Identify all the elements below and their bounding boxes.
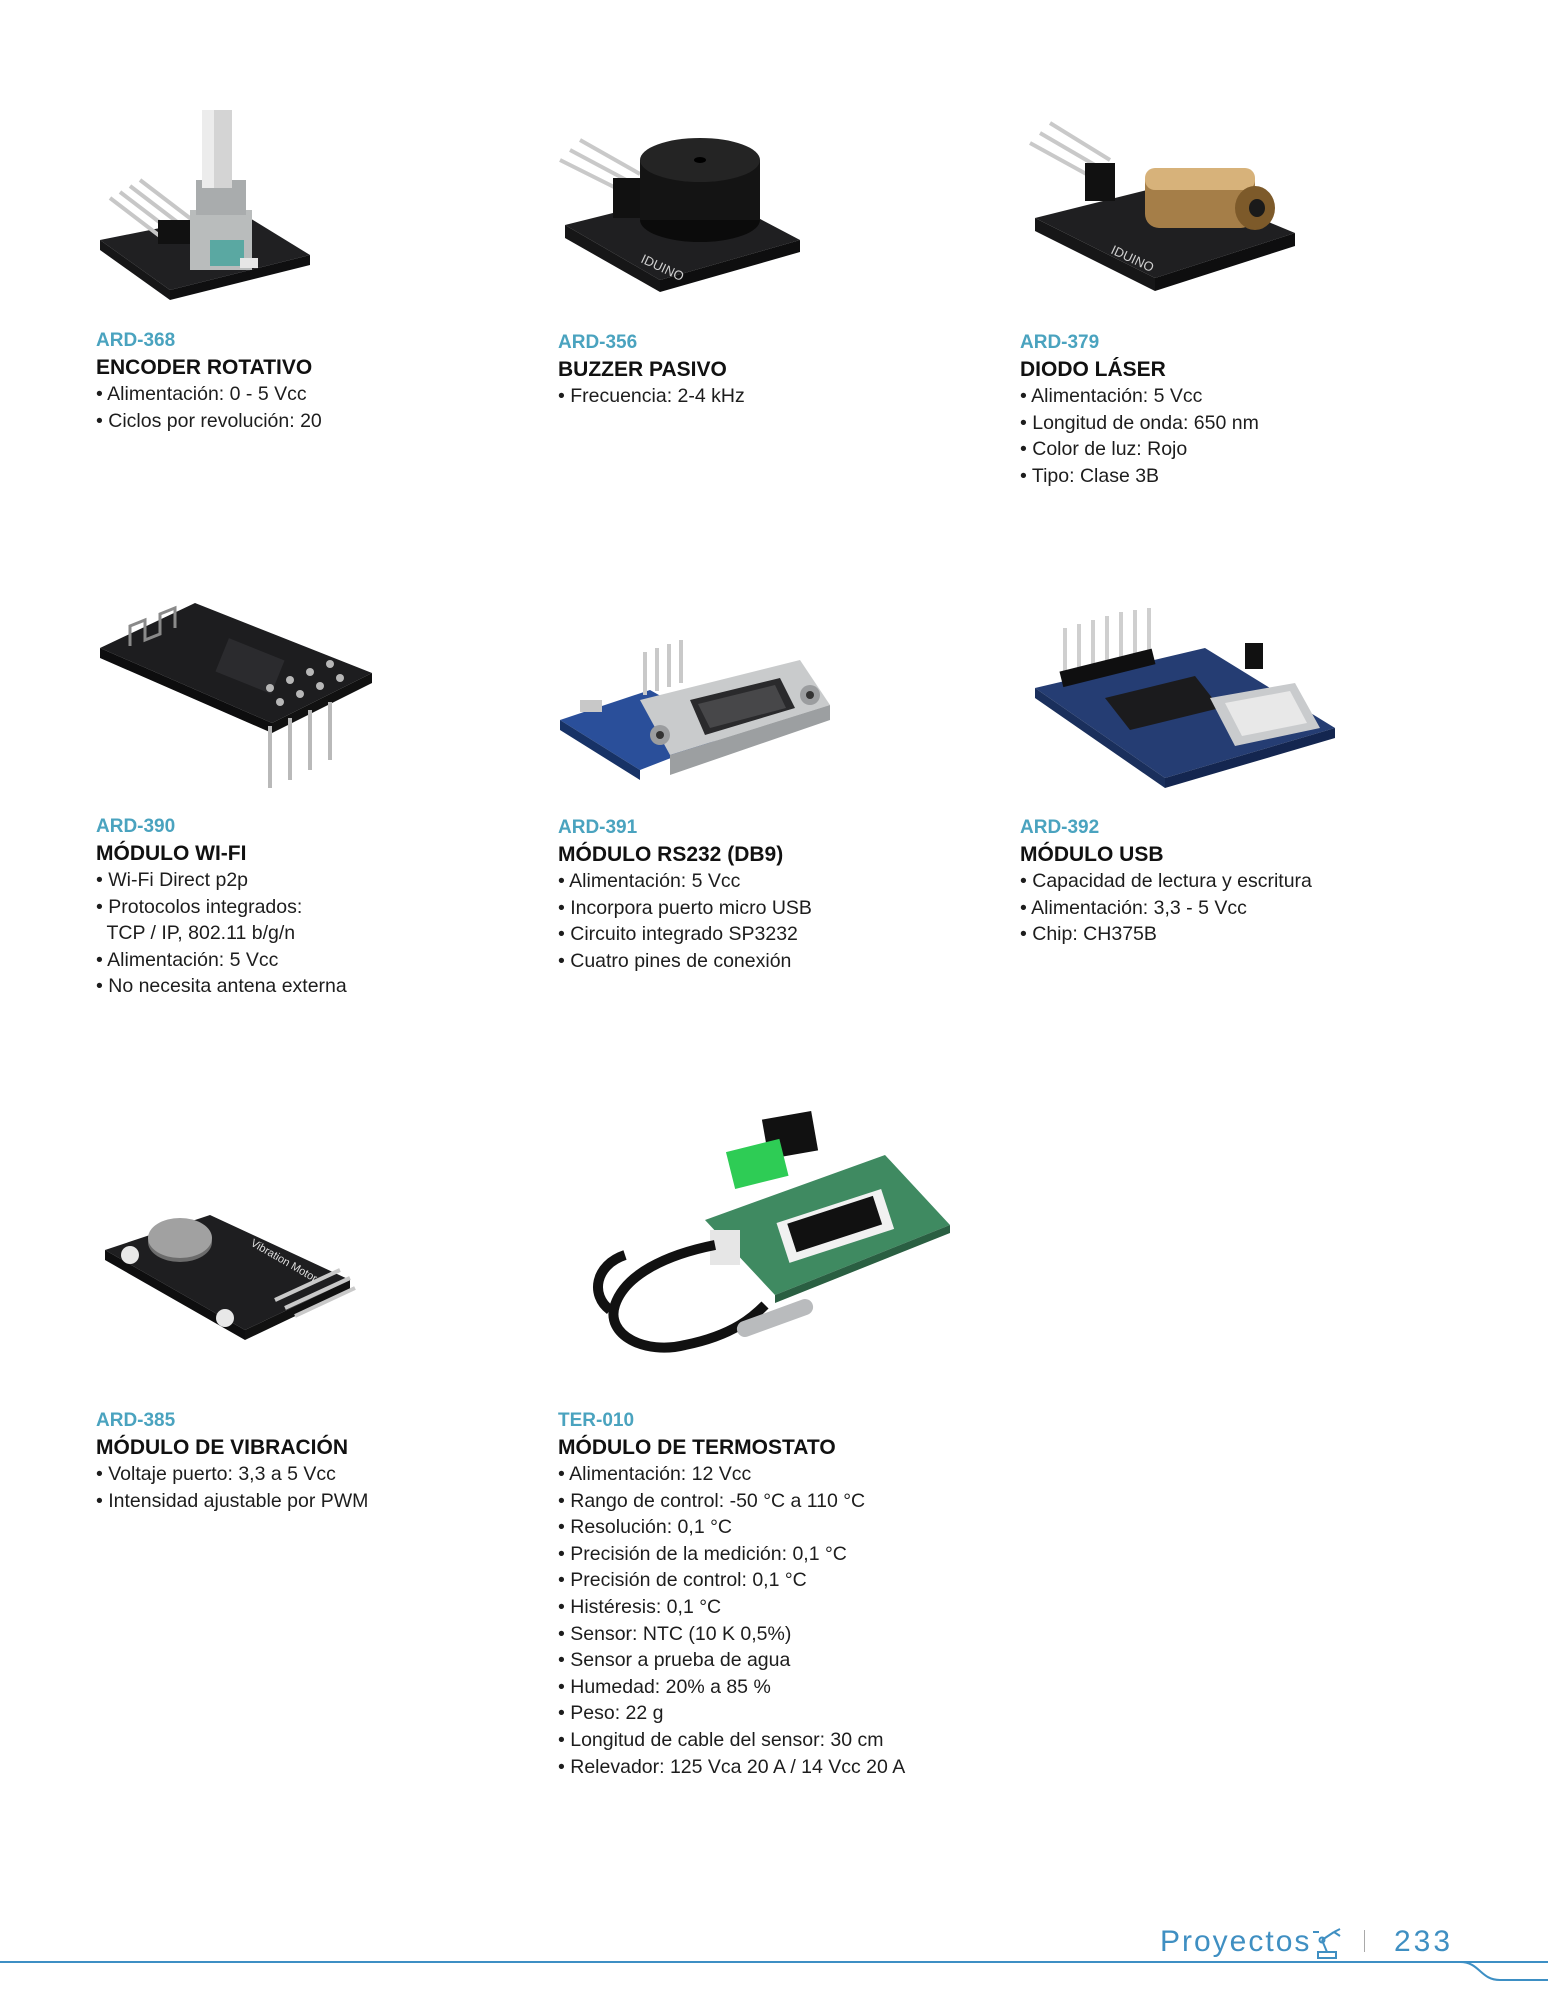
product-card-rs232: ARD-391 MÓDULO RS232 (DB9) • Alimentació… bbox=[558, 815, 998, 974]
product-title: ENCODER ROTATIVO bbox=[96, 356, 313, 379]
spec-item: • Precisión de la medición: 0,1 °C bbox=[558, 1542, 847, 1565]
product-title: BUZZER PASIVO bbox=[558, 358, 727, 381]
spec-list: • Alimentación: 0 - 5 Vcc • Ciclos por r… bbox=[96, 381, 536, 434]
footer-curve bbox=[1420, 1961, 1548, 1981]
spec-item: • Voltaje puerto: 3,3 a 5 Vcc bbox=[96, 1463, 336, 1485]
spec-item: • Resolución: 0,1 °C bbox=[558, 1516, 732, 1539]
spec-item: • Alimentación: 3,3 - 5 Vcc bbox=[1020, 896, 1247, 919]
footer-section-title: Proyectos bbox=[1160, 1925, 1312, 1958]
spec-item: • Alimentación: 5 Vcc bbox=[558, 870, 741, 892]
product-title: MÓDULO USB bbox=[1020, 843, 1164, 866]
product-code: ARD-368 bbox=[96, 330, 176, 351]
spec-item: • Color de luz: Rojo bbox=[1020, 438, 1188, 461]
vibration-module-photo: Vibration Motor bbox=[105, 1215, 356, 1340]
product-code: ARD-379 bbox=[1020, 332, 1100, 353]
product-card-buzzer: ARD-356 BUZZER PASIVO • Frecuencia: 2-4 … bbox=[558, 330, 998, 410]
spec-list: • Capacidad de lectura y escritura • Ali… bbox=[1020, 868, 1460, 948]
spec-item: • Longitud de cable del sensor: 30 cm bbox=[558, 1728, 884, 1751]
spec-item: • Ciclos por revolución: 20 bbox=[96, 409, 322, 432]
spec-list: • Voltaje puerto: 3,3 a 5 Vcc • Intensid… bbox=[96, 1461, 536, 1514]
spec-item: • Alimentación: 12 Vcc bbox=[558, 1463, 752, 1485]
spec-list: • Alimentación: 12 Vcc • Rango de contro… bbox=[558, 1461, 998, 1780]
robot-arm-icon bbox=[1313, 1928, 1341, 1959]
spec-item: • Sensor a prueba de agua bbox=[558, 1649, 791, 1672]
spec-item: TCP / IP, 802.11 b/g/n bbox=[96, 922, 296, 945]
product-title: DIODO LÁSER bbox=[1020, 358, 1166, 381]
product-card-thermostat: TER-010 MÓDULO DE TERMOSTATO • Alimentac… bbox=[558, 1408, 998, 1780]
rs232-module-photo bbox=[560, 640, 830, 780]
spec-item: • Capacidad de lectura y escritura bbox=[1020, 870, 1312, 892]
product-card-laser: ARD-379 DIODO LÁSER • Alimentación: 5 Vc… bbox=[1020, 330, 1460, 489]
footer-separator bbox=[1364, 1930, 1365, 1952]
spec-item: • Wi-Fi Direct p2p bbox=[96, 869, 249, 891]
thermostat-module-photo bbox=[593, 1110, 950, 1353]
wifi-module-photo bbox=[100, 603, 372, 788]
product-code: ARD-356 bbox=[558, 332, 638, 353]
spec-item: • Alimentación: 5 Vcc bbox=[1020, 385, 1203, 407]
spec-item: • Circuito integrado SP3232 bbox=[558, 923, 798, 946]
spec-item: • Frecuencia: 2-4 kHz bbox=[558, 385, 745, 407]
product-card-encoder: ARD-368 ENCODER ROTATIVO • Alimentación:… bbox=[96, 328, 536, 434]
spec-item: • Peso: 22 g bbox=[558, 1702, 664, 1725]
spec-item: • Incorpora puerto micro USB bbox=[558, 896, 812, 919]
spec-list: • Wi-Fi Direct p2p • Protocolos integrad… bbox=[96, 867, 536, 1000]
product-title: MÓDULO WI-FI bbox=[96, 842, 247, 865]
product-title: MÓDULO DE VIBRACIÓN bbox=[96, 1436, 348, 1459]
spec-item: • Sensor: NTC (10 K 0,5%) bbox=[558, 1622, 792, 1645]
product-code: TER-010 bbox=[558, 1410, 635, 1431]
product-code: ARD-391 bbox=[558, 817, 638, 838]
spec-item: • Rango de control: -50 °C a 110 °C bbox=[558, 1489, 866, 1512]
spec-item: • Longitud de onda: 650 nm bbox=[1020, 411, 1259, 434]
product-card-wifi: ARD-390 MÓDULO WI-FI • Wi-Fi Direct p2p … bbox=[96, 814, 536, 1000]
spec-list: • Alimentación: 5 Vcc • Incorpora puerto… bbox=[558, 868, 998, 974]
product-card-vibration: ARD-385 MÓDULO DE VIBRACIÓN • Voltaje pu… bbox=[96, 1408, 536, 1514]
product-title: MÓDULO DE TERMOSTATO bbox=[558, 1436, 836, 1459]
spec-item: • Protocolos integrados: bbox=[96, 895, 303, 918]
product-code: ARD-392 bbox=[1020, 817, 1100, 838]
spec-list: • Frecuencia: 2-4 kHz bbox=[558, 383, 998, 410]
product-code: ARD-390 bbox=[96, 816, 176, 837]
spec-item: • Cuatro pines de conexión bbox=[558, 949, 792, 972]
spec-item: • Chip: CH375B bbox=[1020, 923, 1157, 946]
laser-diode-photo: IDUINO bbox=[1029, 121, 1295, 291]
spec-item: • Alimentación: 0 - 5 Vcc bbox=[96, 383, 307, 405]
spec-item: • Intensidad ajustable por PWM bbox=[96, 1489, 369, 1512]
rotary-encoder-photo bbox=[100, 110, 310, 300]
spec-item: • No necesita antena externa bbox=[96, 975, 347, 998]
spec-item: • Alimentación: 5 Vcc bbox=[96, 948, 279, 971]
passive-buzzer-photo: IDUINO bbox=[559, 138, 800, 292]
footer-rule bbox=[0, 1961, 1548, 1963]
spec-item: • Relevador: 125 Vca 20 A / 14 Vcc 20 A bbox=[558, 1755, 906, 1778]
product-card-usb: ARD-392 MÓDULO USB • Capacidad de lectur… bbox=[1020, 815, 1460, 948]
spec-item: • Tipo: Clase 3B bbox=[1020, 464, 1160, 487]
spec-list: • Alimentación: 5 Vcc • Longitud de onda… bbox=[1020, 383, 1460, 489]
spec-item: • Precisión de control: 0,1 °C bbox=[558, 1569, 807, 1592]
product-title: MÓDULO RS232 (DB9) bbox=[558, 843, 784, 866]
product-code: ARD-385 bbox=[96, 1410, 176, 1431]
usb-module-photo bbox=[1035, 608, 1335, 788]
page-number: 233 bbox=[1394, 1925, 1454, 1958]
spec-item: • Humedad: 20% a 85 % bbox=[558, 1675, 771, 1698]
spec-item: • Histéresis: 0,1 °C bbox=[558, 1595, 722, 1618]
